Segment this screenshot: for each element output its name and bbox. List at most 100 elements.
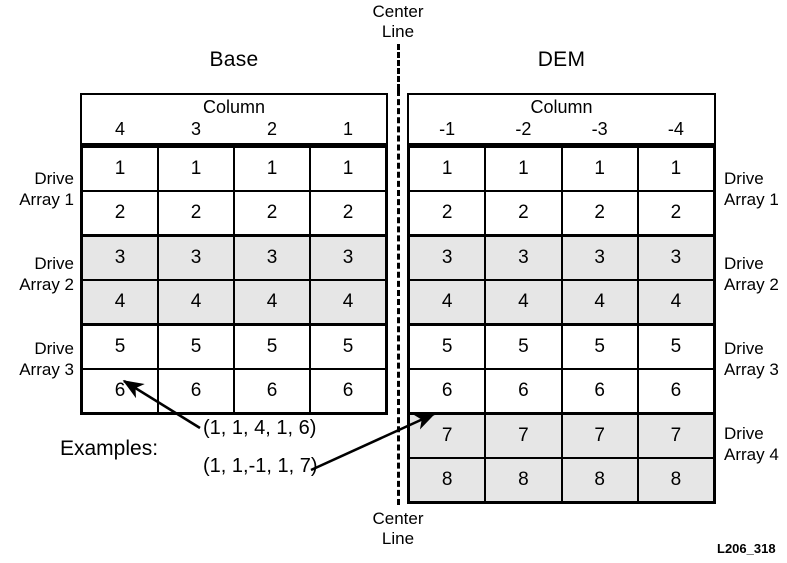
label-line: Array 1 (724, 190, 779, 209)
center-line-label-top: Center Line (352, 2, 444, 42)
table-cell: 8 (560, 459, 637, 501)
dem-column-number: -1 (439, 119, 456, 139)
table-cell: 4 (309, 281, 385, 323)
table-row: 4 4 4 4 (410, 279, 713, 323)
dem-column-header-label: Column (530, 97, 593, 117)
table-cell: 2 (114, 202, 126, 223)
base-table-title: Base (209, 48, 259, 71)
base-column-header-label: Column (202, 97, 266, 117)
base-table: Column 4 3 2 1 1 1 1 1 2 2 2 2 3 (80, 93, 388, 415)
table-cell: 2 (157, 192, 233, 234)
table-cell: 4 (157, 281, 233, 323)
dem-drive-array-group: 5 5 5 5 6 6 6 6 (410, 323, 713, 412)
table-cell: 8 (636, 459, 713, 501)
dem-column-numbers: -1 -2 -3 -4 (409, 119, 714, 143)
label-line: Drive (724, 169, 764, 188)
dem-drive-array-4-label: Drive Array 4 (724, 423, 787, 465)
dem-drive-array-group: 7 7 7 7 8 8 8 8 (410, 412, 713, 501)
table-cell: 7 (484, 415, 561, 457)
center-line-top-word2: Line (381, 22, 415, 41)
label-line: Drive (724, 424, 764, 443)
base-column-number: 2 (266, 119, 277, 139)
table-cell: 5 (560, 326, 637, 368)
table-cell: 5 (484, 326, 560, 368)
table-cell: 3 (157, 237, 233, 279)
dem-column-number: -2 (515, 119, 532, 139)
table-cell: 1 (441, 158, 453, 179)
table-row: 7 7 7 7 (410, 415, 713, 457)
table-cell: 3 (560, 237, 637, 279)
label-line: Drive (34, 254, 74, 273)
table-row: 6 6 6 6 (83, 368, 385, 412)
table-cell: 1 (233, 148, 309, 190)
table-row: 1 1 1 1 (410, 148, 713, 190)
table-cell: 2 (441, 202, 453, 223)
table-row: 2 2 2 2 (410, 190, 713, 234)
table-cell: 1 (114, 158, 126, 179)
base-drive-array-3-label: Drive Array 3 (0, 338, 74, 380)
table-cell: 1 (636, 148, 713, 190)
base-table-body: 1 1 1 1 2 2 2 2 3 3 3 3 4 4 4 (80, 145, 388, 415)
table-cell: 6 (233, 370, 309, 412)
table-cell: 6 (157, 370, 233, 412)
label-line: Drive (724, 254, 764, 273)
example-1-text: (1, 1, 4, 1, 6) (203, 417, 317, 439)
table-cell: 6 (636, 370, 713, 412)
table-row: 6 6 6 6 (410, 368, 713, 412)
label-line: Drive (34, 169, 74, 188)
center-line-dashed-top (397, 44, 400, 90)
table-cell: 3 (233, 237, 309, 279)
table-cell: 2 (233, 192, 309, 234)
table-cell: 4 (484, 281, 561, 323)
label-line: Array 1 (19, 190, 74, 209)
table-cell: 5 (309, 326, 385, 368)
table-row: 5 5 5 5 (410, 326, 713, 368)
center-line-label-bottom: Center Line (352, 509, 444, 549)
base-column-header: Column 4 3 2 1 (80, 93, 388, 145)
table-cell: 3 (484, 237, 561, 279)
table-cell: 6 (441, 380, 453, 401)
examples-label: Examples: (60, 437, 159, 460)
table-cell: 4 (233, 281, 309, 323)
table-row: 5 5 5 5 (83, 326, 385, 368)
table-cell: 6 (114, 380, 126, 401)
base-drive-array-1-label: Drive Array 1 (0, 168, 74, 210)
label-line: Array 3 (724, 360, 779, 379)
table-cell: 1 (309, 148, 385, 190)
table-row: 4 4 4 4 (83, 279, 385, 323)
table-cell: 1 (157, 148, 233, 190)
label-line: Drive (34, 339, 74, 358)
table-cell: 2 (484, 192, 560, 234)
table-row: 3 3 3 3 (83, 237, 385, 279)
dem-drive-array-group: 3 3 3 3 4 4 4 4 (410, 234, 713, 323)
base-drive-array-group: 5 5 5 5 6 6 6 6 (83, 323, 385, 412)
table-cell: 3 (309, 237, 385, 279)
dem-column-header: Column -1 -2 -3 -4 (407, 93, 716, 145)
table-cell: 3 (636, 237, 713, 279)
table-cell: 5 (636, 326, 713, 368)
base-drive-array-2-label: Drive Array 2 (0, 253, 74, 295)
dem-table-body: 1 1 1 1 2 2 2 2 3 3 3 3 4 4 4 (407, 145, 716, 504)
label-line: Array 2 (724, 275, 779, 294)
table-cell: 4 (560, 281, 637, 323)
table-row: 1 1 1 1 (83, 148, 385, 190)
label-line: Drive (724, 339, 764, 358)
base-drive-array-group: 1 1 1 1 2 2 2 2 (83, 148, 385, 234)
table-cell: 7 (636, 415, 713, 457)
dem-column-number: -3 (591, 119, 608, 139)
table-cell: 8 (484, 459, 561, 501)
table-cell: 6 (484, 370, 560, 412)
center-line-bottom-word2: Line (381, 529, 415, 548)
center-line-dashed-main (397, 90, 400, 505)
dem-table-title: DEM (537, 48, 586, 71)
dem-drive-array-3-label: Drive Array 3 (724, 338, 787, 380)
label-line: Array 3 (19, 360, 74, 379)
table-cell: 7 (560, 415, 637, 457)
dem-drive-array-2-label: Drive Array 2 (724, 253, 787, 295)
table-cell: 4 (636, 281, 713, 323)
table-cell: 3 (410, 237, 485, 279)
base-drive-array-group: 3 3 3 3 4 4 4 4 (83, 234, 385, 323)
table-cell: 1 (484, 148, 560, 190)
table-cell: 7 (410, 415, 485, 457)
dem-drive-array-1-label: Drive Array 1 (724, 168, 787, 210)
